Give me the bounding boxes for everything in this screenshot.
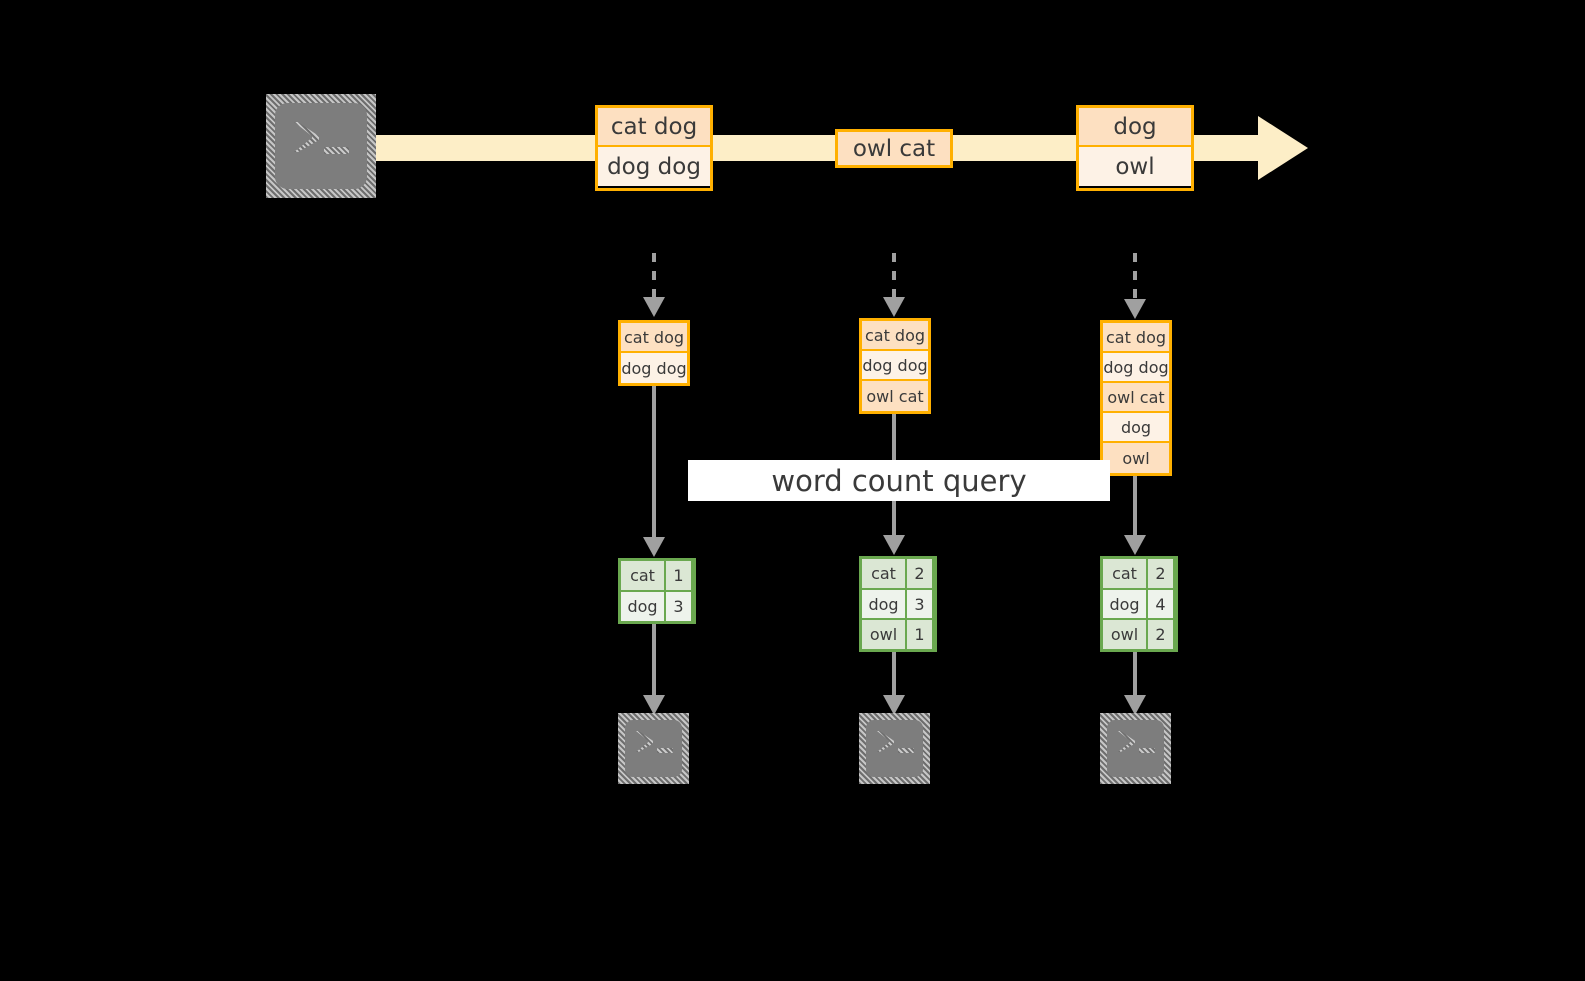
snapshot-3-output-arrow (1123, 652, 1147, 716)
stream-message-1: cat dog dog dog (595, 105, 713, 191)
table-row: cat 2 (862, 559, 934, 590)
snapshot-3-result-table: cat 2 dog 4 owl 2 (1100, 556, 1178, 652)
terminal-prompt-underscore-icon (324, 147, 349, 154)
terminal-prompt-underscore-icon (898, 748, 914, 753)
terminal-screen (866, 720, 923, 777)
stream-arrow-head (1258, 116, 1308, 180)
snapshot-input-line: dog (1103, 413, 1169, 443)
snapshot-1-input-stack: cat dog dog dog (618, 320, 690, 386)
snapshot-1-result-table: cat 1 dog 3 (618, 558, 696, 624)
snapshot-input-line: cat dog (621, 323, 687, 353)
snapshot-1-sink-terminal-icon (618, 713, 689, 784)
snapshot-1-query-arrow (642, 386, 666, 558)
result-count: 2 (1148, 620, 1173, 650)
result-count: 1 (907, 620, 932, 650)
result-count: 2 (1148, 559, 1173, 588)
table-row: dog 4 (1103, 589, 1175, 621)
snapshot-input-line: dog dog (862, 351, 928, 381)
stream-message-line: dog dog (598, 147, 710, 186)
result-word: cat (1103, 559, 1148, 588)
result-count: 2 (907, 559, 932, 588)
result-word: cat (621, 561, 666, 590)
result-word: owl (862, 620, 907, 650)
snapshot-input-line: cat dog (1103, 323, 1169, 353)
stream-message-line: owl cat (838, 132, 950, 165)
terminal-prompt-underscore-icon (657, 748, 673, 753)
result-word: dog (862, 589, 907, 619)
terminal-screen (275, 103, 367, 189)
stream-message-line: cat dog (598, 108, 710, 147)
snapshot-2-sink-terminal-icon (859, 713, 930, 784)
snapshot-1-intake-arrow (642, 253, 666, 318)
result-word: cat (862, 559, 907, 588)
snapshot-input-line: owl cat (1103, 383, 1169, 413)
result-count: 3 (666, 592, 691, 621)
terminal-screen (625, 720, 682, 777)
result-word: dog (1103, 589, 1148, 619)
source-terminal-icon (266, 94, 376, 198)
table-row: dog 3 (862, 589, 934, 621)
result-count: 4 (1148, 589, 1173, 619)
snapshot-3-sink-terminal-icon (1100, 713, 1171, 784)
stream-message-3: dog owl (1076, 105, 1194, 191)
snapshot-input-line: owl (1103, 443, 1169, 473)
result-count: 3 (907, 589, 932, 619)
result-count: 1 (666, 561, 691, 590)
snapshot-3-query-arrow (1123, 476, 1147, 556)
table-row: owl 2 (1103, 620, 1175, 650)
table-row: cat 1 (621, 561, 693, 592)
snapshot-3-input-stack: cat dog dog dog owl cat dog owl (1100, 320, 1172, 476)
snapshot-1-output-arrow (642, 624, 666, 716)
result-word: owl (1103, 620, 1148, 650)
stream-message-2: owl cat (835, 129, 953, 168)
table-row: cat 2 (1103, 559, 1175, 590)
stream-message-line: dog (1079, 108, 1191, 147)
snapshot-2-input-stack: cat dog dog dog owl cat (859, 318, 931, 414)
table-row: owl 1 (862, 620, 934, 650)
snapshot-input-line: cat dog (862, 321, 928, 351)
terminal-screen (1107, 720, 1164, 777)
query-label-text: word count query (771, 463, 1027, 498)
query-label: word count query (688, 460, 1110, 501)
snapshot-input-line: dog dog (621, 353, 687, 383)
snapshot-2-output-arrow (882, 652, 906, 716)
terminal-prompt-underscore-icon (1139, 748, 1155, 753)
stream-message-line: owl (1079, 147, 1191, 186)
snapshot-input-line: owl cat (862, 381, 928, 411)
table-row: dog 3 (621, 592, 693, 621)
snapshot-2-result-table: cat 2 dog 3 owl 1 (859, 556, 937, 652)
snapshot-2-intake-arrow (882, 253, 906, 318)
snapshot-3-intake-arrow (1123, 253, 1147, 320)
snapshot-input-line: dog dog (1103, 353, 1169, 383)
result-word: dog (621, 592, 666, 621)
